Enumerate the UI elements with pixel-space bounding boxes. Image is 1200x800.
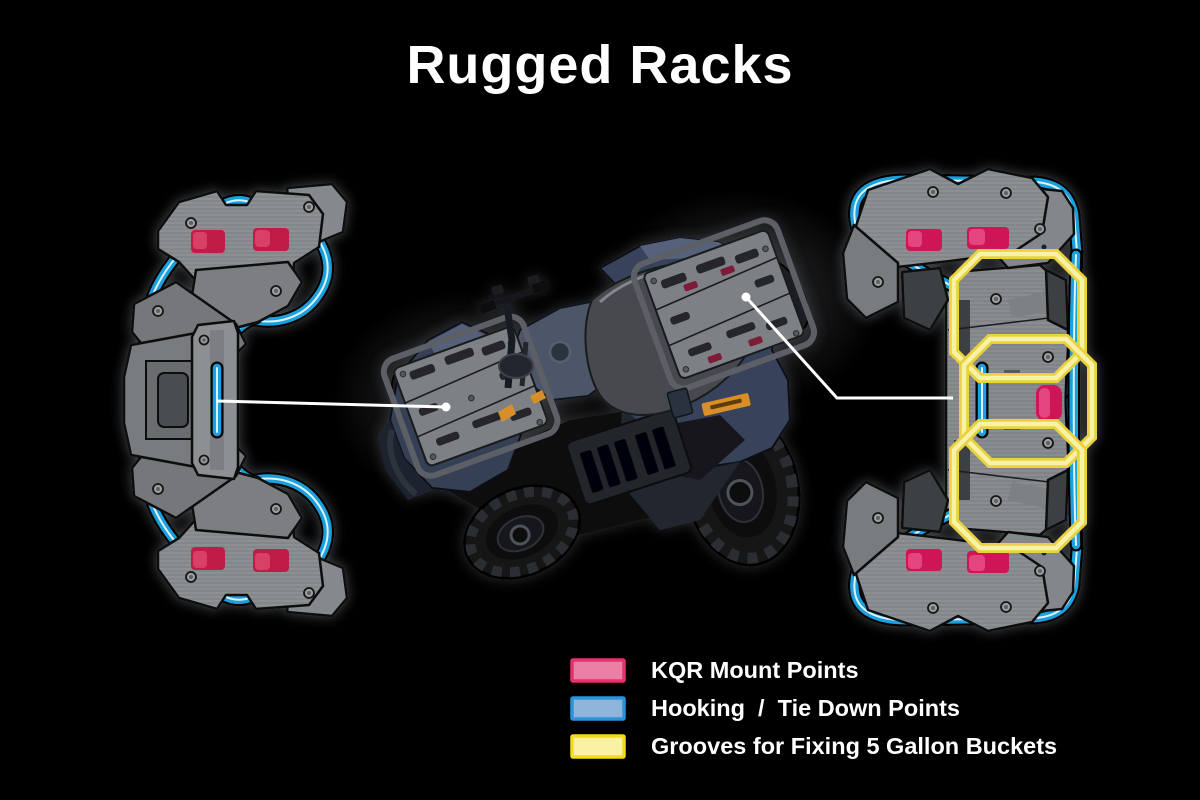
legend-label-buckets: Grooves for Fixing 5 Gallon Buckets xyxy=(651,733,1058,759)
rear-rack-callout-line xyxy=(741,292,953,400)
atv-footboard xyxy=(566,409,692,506)
legend-row-hooking: Hooking / Tie Down Points xyxy=(570,695,1057,721)
bucket-groove-outline xyxy=(949,249,1097,553)
kqr-mount-pad xyxy=(1036,385,1062,421)
atv-wheel xyxy=(462,484,582,580)
legend: KQR Mount Points Hooking / Tie Down Poin… xyxy=(570,657,1058,759)
legend-label-hooking: Hooking / Tie Down Points xyxy=(651,695,960,721)
legend-label-kqr: KQR Mount Points xyxy=(651,657,859,683)
atv-rear-rack xyxy=(630,217,817,392)
hooking-swatch-icon xyxy=(570,696,626,721)
page-title: Rugged Racks xyxy=(406,35,794,95)
front-rack-callout-line xyxy=(216,399,451,412)
legend-row-buckets: Grooves for Fixing 5 Gallon Buckets xyxy=(570,733,1058,759)
atv-decals xyxy=(666,387,751,419)
atv-handlebar xyxy=(478,275,550,422)
legend-row-kqr: KQR Mount Points xyxy=(570,657,1057,683)
rear-rack-diagram xyxy=(843,169,1097,631)
kqr-swatch-icon xyxy=(570,658,626,683)
atv-illustration xyxy=(378,217,817,580)
buckets-swatch-icon xyxy=(570,734,626,759)
front-rack-diagram xyxy=(122,184,347,616)
